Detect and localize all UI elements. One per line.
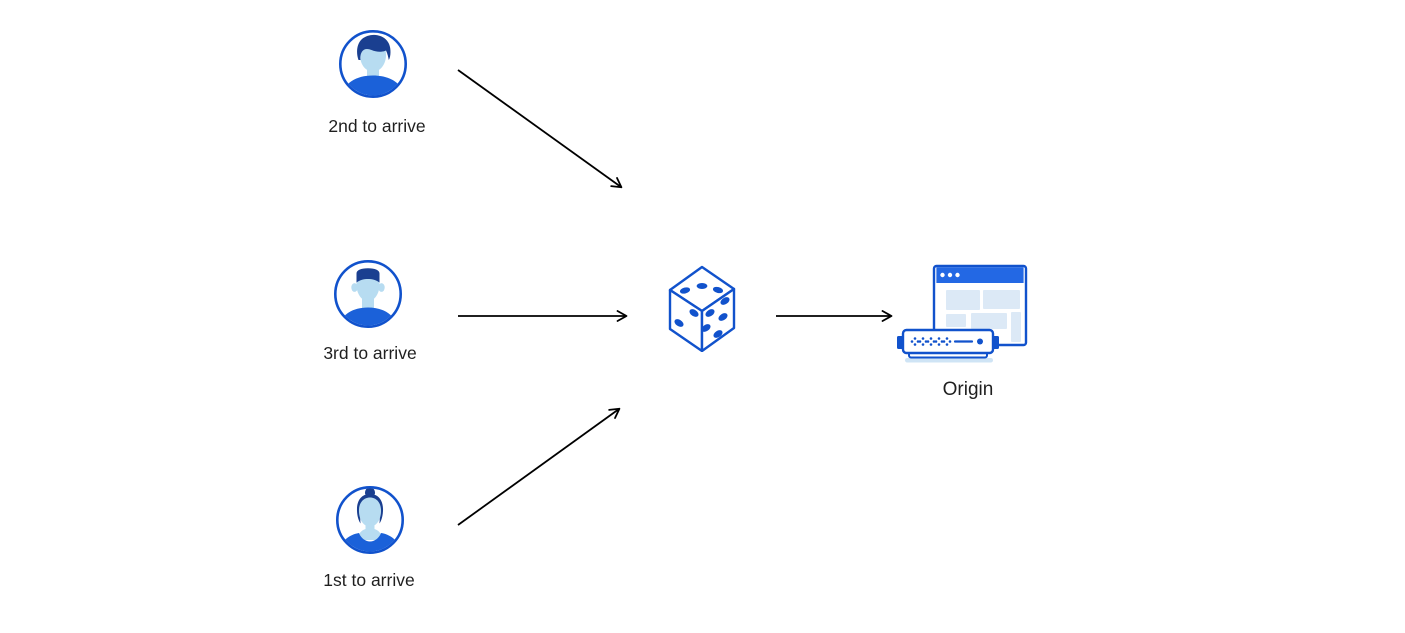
dice-icon [668, 265, 736, 353]
server-icon [897, 328, 999, 363]
client-label-1st: 1st to arrive [323, 570, 415, 590]
user-avatar-man-flattop-icon [333, 259, 403, 329]
user-avatar-man-icon [338, 29, 408, 99]
origin-label: Origin [942, 379, 994, 400]
origin-server-icon [897, 264, 1028, 363]
client-node-1st [335, 485, 405, 560]
client-label-3rd: 3rd to arrive [323, 343, 417, 363]
browser-window-icon [932, 264, 1028, 347]
arrow-client-1st-to-dice [457, 407, 621, 526]
origin-node [893, 260, 1033, 369]
randomizer-node [667, 264, 737, 357]
client-label-2nd: 2nd to arrive [328, 116, 426, 136]
client-node-2nd [338, 29, 408, 104]
user-avatar-woman-icon [335, 485, 405, 555]
arrow-client-2nd-to-dice [457, 69, 623, 189]
client-node-3rd [333, 259, 403, 334]
